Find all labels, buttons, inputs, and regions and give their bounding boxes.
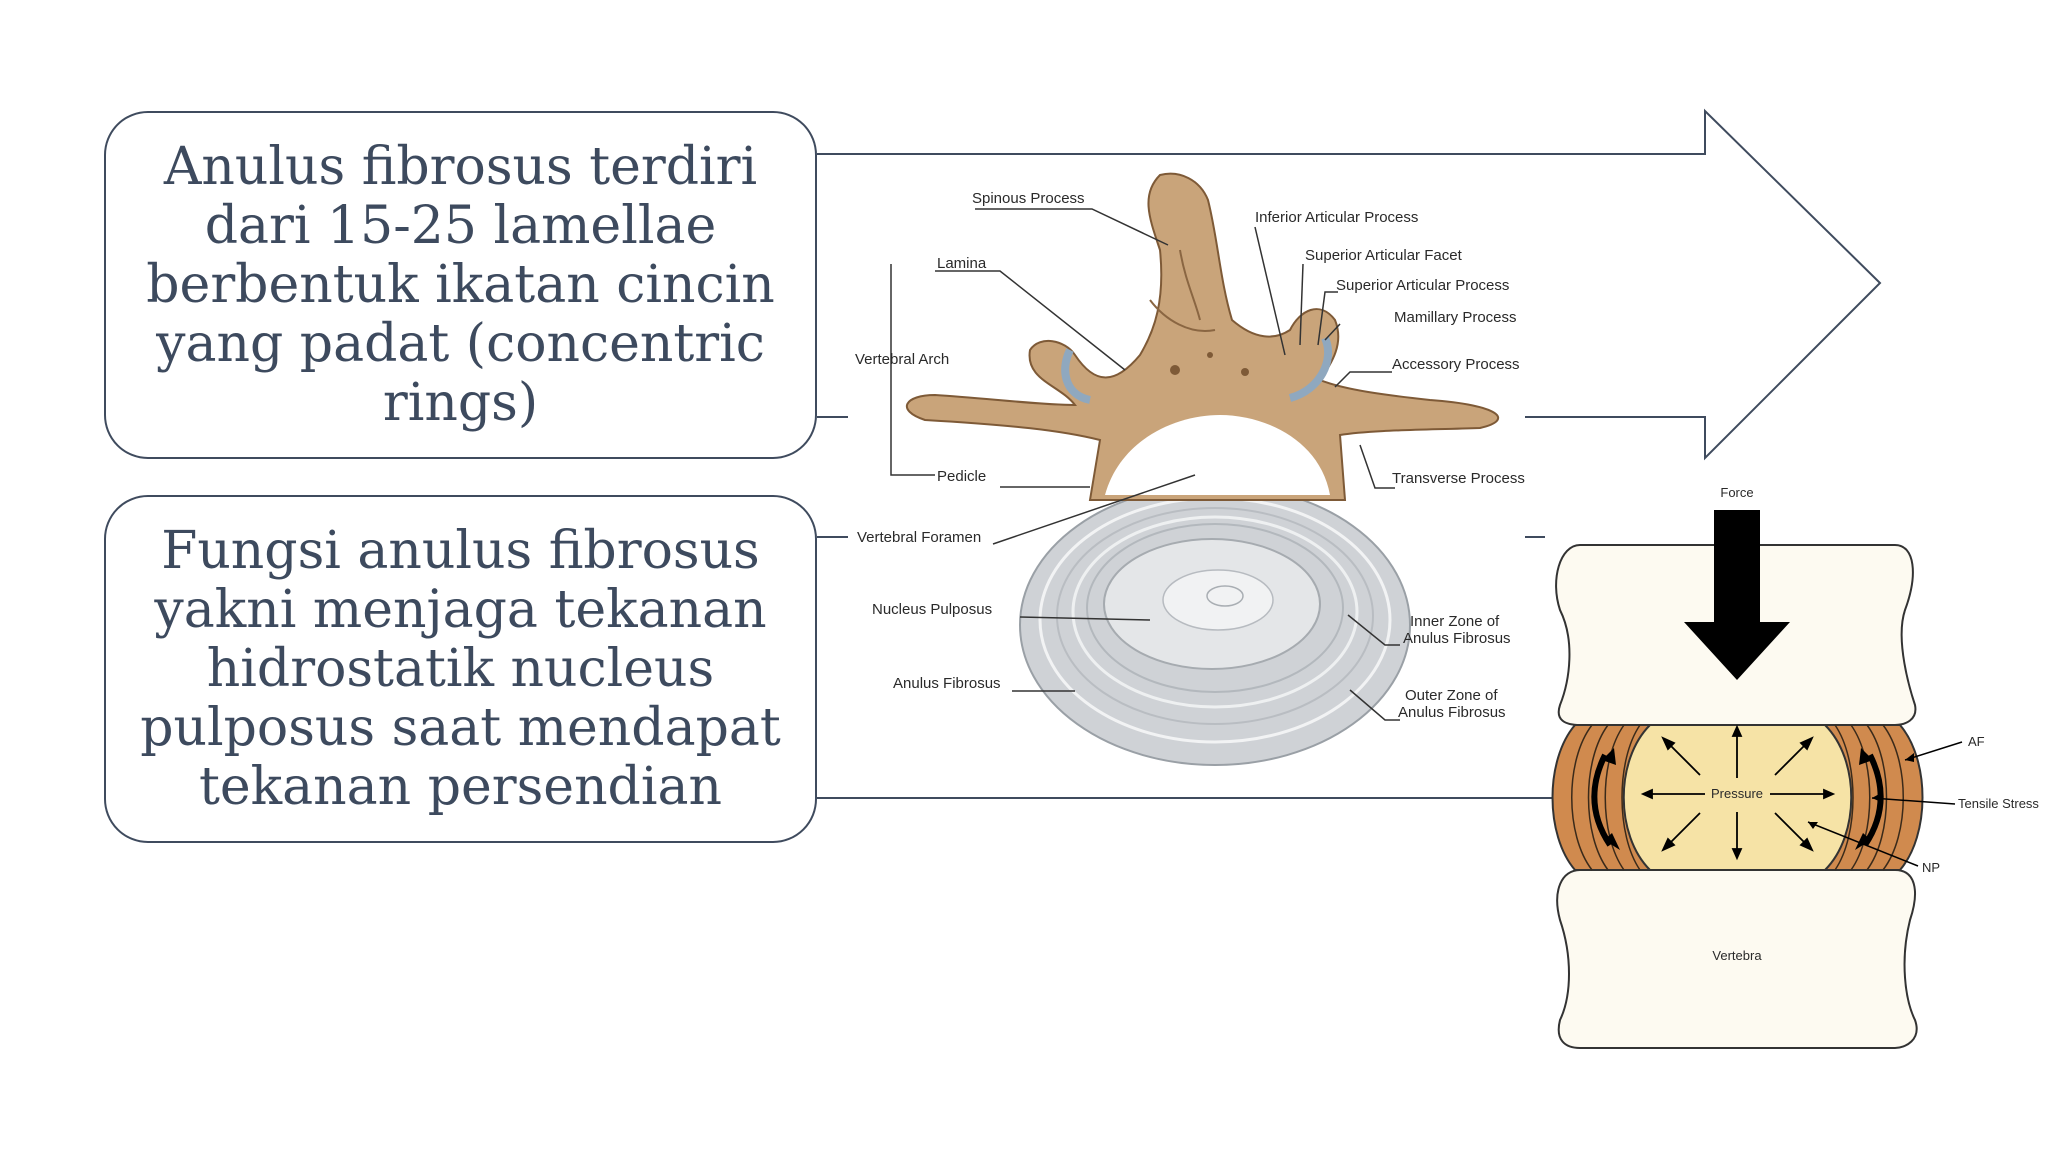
lower-vertebra: [1556, 869, 1918, 1049]
label-tensile-stress: Tensile Stress: [1958, 796, 2039, 811]
label-pedicle: Pedicle: [937, 468, 986, 485]
label-inner-zone-2: Anulus Fibrosus: [1403, 630, 1511, 647]
label-inferior-articular-process: Inferior Articular Process: [1255, 209, 1418, 226]
label-superior-articular-process: Superior Articular Process: [1336, 277, 1509, 294]
label-transverse-process: Transverse Process: [1392, 470, 1525, 487]
text-box-function: Fungsi anulus fibrosus yakni menjaga tek…: [104, 495, 817, 843]
outline-arrow: [817, 108, 1882, 538]
label-pressure: Pressure: [1711, 786, 1763, 801]
structure-text: Anulus fibrosus terdiri dari 15-25 lamel…: [146, 136, 775, 433]
vertebral-foramen-shape: [1105, 415, 1330, 495]
label-anulus-fibrosus: Anulus Fibrosus: [893, 675, 1001, 692]
force-arrow: [1684, 510, 1790, 680]
label-outer-zone-1: Outer Zone of: [1405, 687, 1498, 704]
label-vertebral-foramen: Vertebral Foramen: [857, 529, 981, 546]
vertebral-arch-bone: [905, 172, 1500, 501]
disc-compression-diagram: Force Pressure AF Tensile Stress NP Vert…: [1551, 485, 2039, 1049]
label-np: NP: [1922, 860, 1940, 875]
label-spinous-process: Spinous Process: [972, 190, 1085, 207]
label-nucleus-pulposus: Nucleus Pulposus: [872, 601, 992, 618]
label-mamillary-process: Mamillary Process: [1394, 309, 1517, 326]
function-text: Fungsi anulus fibrosus yakni menjaga tek…: [140, 520, 781, 817]
vertebra-illustration: Spinous Process Inferior Articular Proce…: [855, 172, 1525, 766]
nucleus-pulposus-core: [1622, 724, 1853, 871]
label-accessory-process: Accessory Process: [1392, 356, 1520, 373]
label-af: AF: [1968, 734, 1985, 749]
label-force: Force: [1720, 485, 1753, 500]
label-superior-articular-facet: Superior Articular Facet: [1305, 247, 1463, 264]
label-vertebral-arch: Vertebral Arch: [855, 351, 949, 368]
label-outer-zone-2: Anulus Fibrosus: [1398, 704, 1506, 721]
label-vertebra: Vertebra: [1712, 948, 1762, 963]
label-inner-zone-1: Inner Zone of: [1410, 613, 1500, 630]
text-box-structure: Anulus fibrosus terdiri dari 15-25 lamel…: [104, 111, 817, 459]
label-lamina: Lamina: [937, 255, 987, 272]
